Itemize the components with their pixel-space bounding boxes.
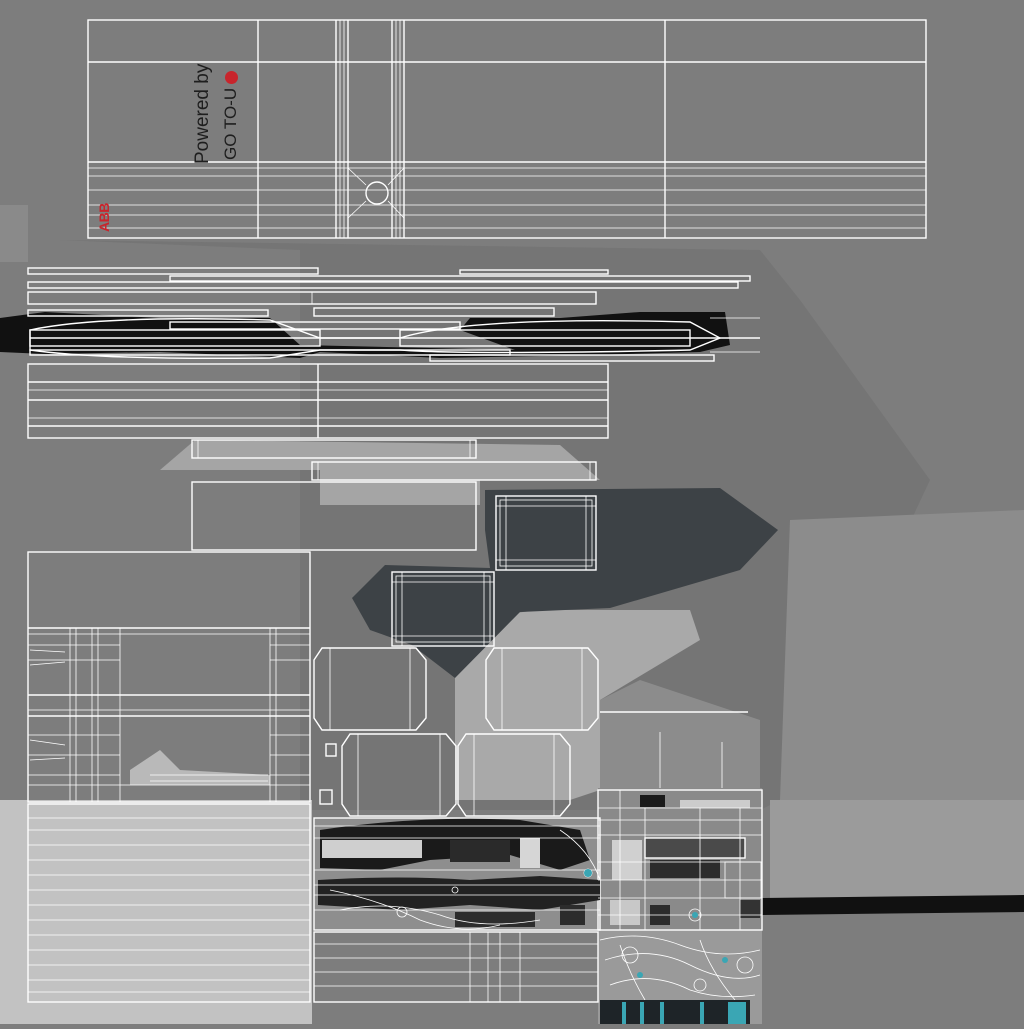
dark-panel	[352, 488, 778, 678]
dark-boxes	[391, 495, 597, 647]
rect-panel	[191, 481, 477, 551]
bottom-middle-grid	[313, 931, 599, 1003]
left-panel	[27, 551, 311, 803]
powered-by-label: Powered by	[192, 63, 213, 164]
strip-bands	[27, 267, 760, 362]
goto-u-label: GO TO-U	[221, 87, 240, 160]
abb-logo: ABB	[96, 203, 112, 232]
right-lines	[600, 711, 748, 790]
small-strips	[191, 439, 597, 481]
label-wireframe	[87, 19, 927, 239]
bottom-right-detail	[599, 935, 761, 1024]
goto-u-brand: GO TO-U	[220, 10, 242, 160]
beveled-boxes	[313, 647, 599, 817]
bottom-left-panel	[27, 803, 311, 1003]
goto-u-logo-icon	[225, 70, 239, 84]
grid-block	[27, 363, 609, 439]
